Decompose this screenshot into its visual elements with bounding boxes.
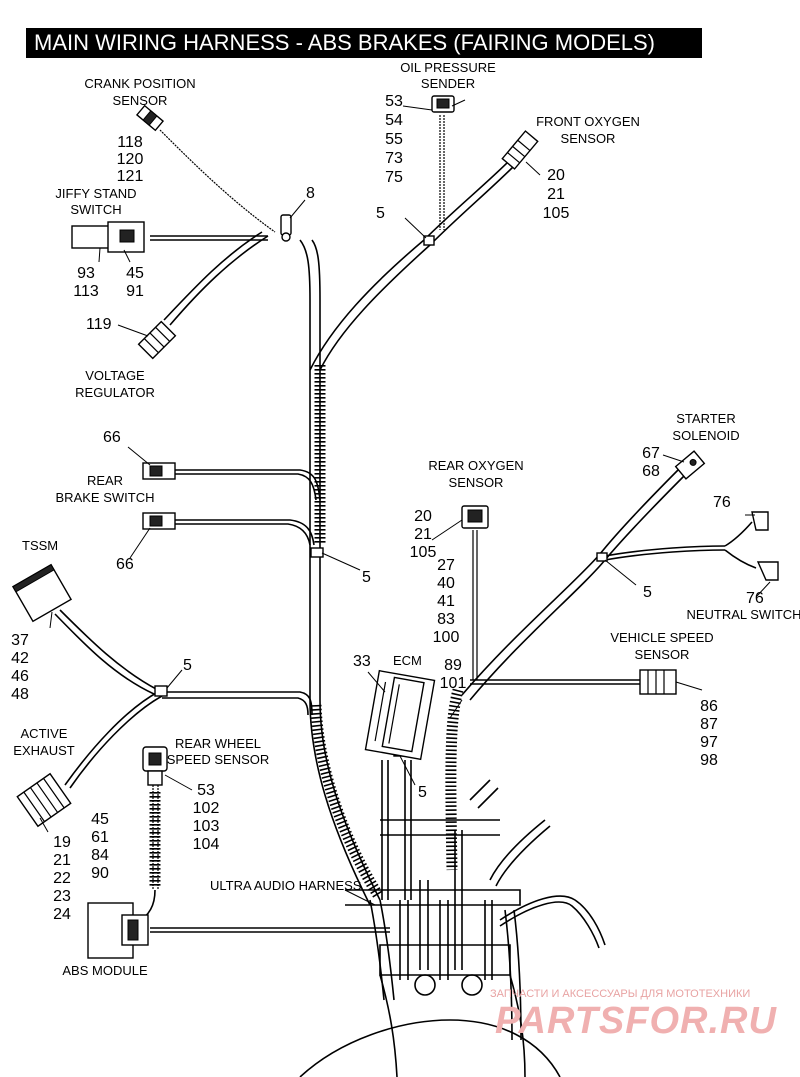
harness-wires (54, 115, 757, 1077)
label-neutral-switch: NEUTRAL SWITCH (686, 607, 800, 622)
callout-clip-5-left: 5 (183, 657, 192, 674)
watermark-tagline: ЗАПЧАСТИ И АКСЕССУАРЫ ДЛЯ МОТОТЕХНИКИ (490, 988, 750, 1000)
conduit-sleeves (149, 365, 464, 898)
callout-clip-5-right: 5 (643, 584, 652, 601)
watermark: ЗАПЧАСТИ И АКСЕССУАРЫ ДЛЯ МОТОТЕХНИКИ PA… (490, 988, 777, 1042)
callout-neutral-top: 76 (713, 494, 731, 511)
connectors (11, 95, 779, 959)
callout-clip-8: 8 (306, 185, 315, 202)
leader-lines (39, 99, 771, 833)
watermark-brand: PARTSFOR.RU (495, 1000, 777, 1042)
callout-brake-bottom: 66 (116, 556, 134, 573)
callout-regulator: 119 (86, 316, 112, 333)
page-title: MAIN WIRING HARNESS - ABS BRAKES (FAIRIN… (34, 30, 655, 55)
callout-neutral-bottom: 76 (746, 590, 764, 607)
label-abs-module: ABS MODULE (62, 963, 148, 978)
label-ultra-audio-harness: ULTRA AUDIO HARNESS (210, 878, 362, 893)
label-ecm: ECM (393, 653, 422, 668)
callout-ecm-clip-5: 5 (418, 784, 427, 801)
callout-clip-5-mid: 5 (362, 569, 371, 586)
title-bar (26, 28, 702, 58)
label-tssm: TSSM (22, 538, 58, 553)
callout-clip-5-top: 5 (376, 205, 385, 222)
callout-brake-top: 66 (103, 429, 121, 446)
callout-ecm-33: 33 (353, 653, 371, 670)
